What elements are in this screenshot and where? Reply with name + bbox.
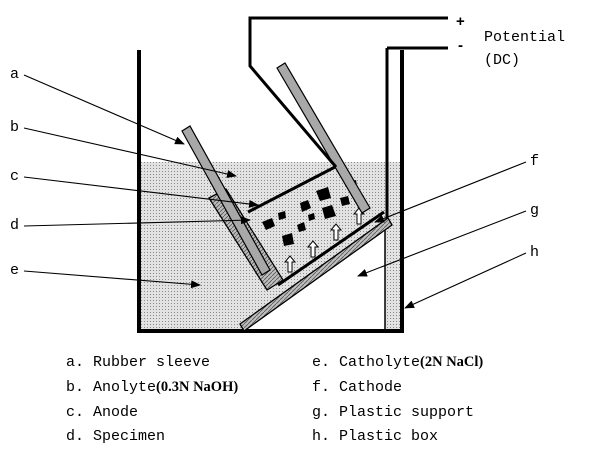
- leader-line-b: [23, 127, 237, 178]
- negative-terminal-sign: -: [458, 37, 463, 54]
- callout-letter-a: a: [10, 66, 19, 83]
- leader-line-f: [374, 161, 527, 223]
- leader-line-g: [357, 210, 527, 277]
- anolyte-liquid: [205, 162, 377, 276]
- cathode: [277, 210, 385, 287]
- ion-flow-arrows: [283, 207, 366, 273]
- plastic-box-inner-wall: [384, 48, 389, 330]
- callout-letter-f: f: [530, 153, 539, 170]
- potential-label: Potential: [484, 29, 565, 46]
- legend-item-c: c. Anode: [66, 404, 138, 421]
- leader-line-e: [23, 270, 201, 289]
- leader-line-a: [23, 74, 185, 145]
- legend-item-h: h. Plastic box: [312, 428, 438, 445]
- legend-item-b: b. Anolyte(0.3N NaOH): [66, 379, 238, 396]
- plastic-support-plate: [239, 217, 393, 332]
- callout-letter-h: h: [530, 244, 539, 261]
- legend-item-a: a. Rubber sleeve: [66, 354, 210, 371]
- leader-line-c: [23, 176, 259, 208]
- leader-line-d: [23, 216, 251, 227]
- callout-letter-g: g: [530, 202, 539, 219]
- leader-lines: [23, 74, 527, 309]
- legend: a. Rubber sleeve b. Anolyte(0.3N NaOH) c…: [66, 354, 483, 445]
- callout-letter-b: b: [10, 119, 19, 136]
- power-lead-positive: [248, 16, 448, 168]
- legend-item-g: g. Plastic support: [312, 404, 474, 421]
- legend-item-f: f. Cathode: [312, 379, 402, 396]
- anode: [247, 165, 336, 214]
- legend-item-d: d. Specimen: [66, 428, 165, 445]
- positive-terminal-sign: +: [456, 13, 465, 30]
- callout-letter-c: c: [10, 168, 19, 185]
- callout-letter-e: e: [10, 262, 19, 279]
- dc-label: (DC): [484, 52, 520, 69]
- leader-line-h: [404, 252, 527, 309]
- callout-letter-d: d: [10, 217, 19, 234]
- legend-item-e: e. Catholyte(2N NaCl): [312, 354, 483, 371]
